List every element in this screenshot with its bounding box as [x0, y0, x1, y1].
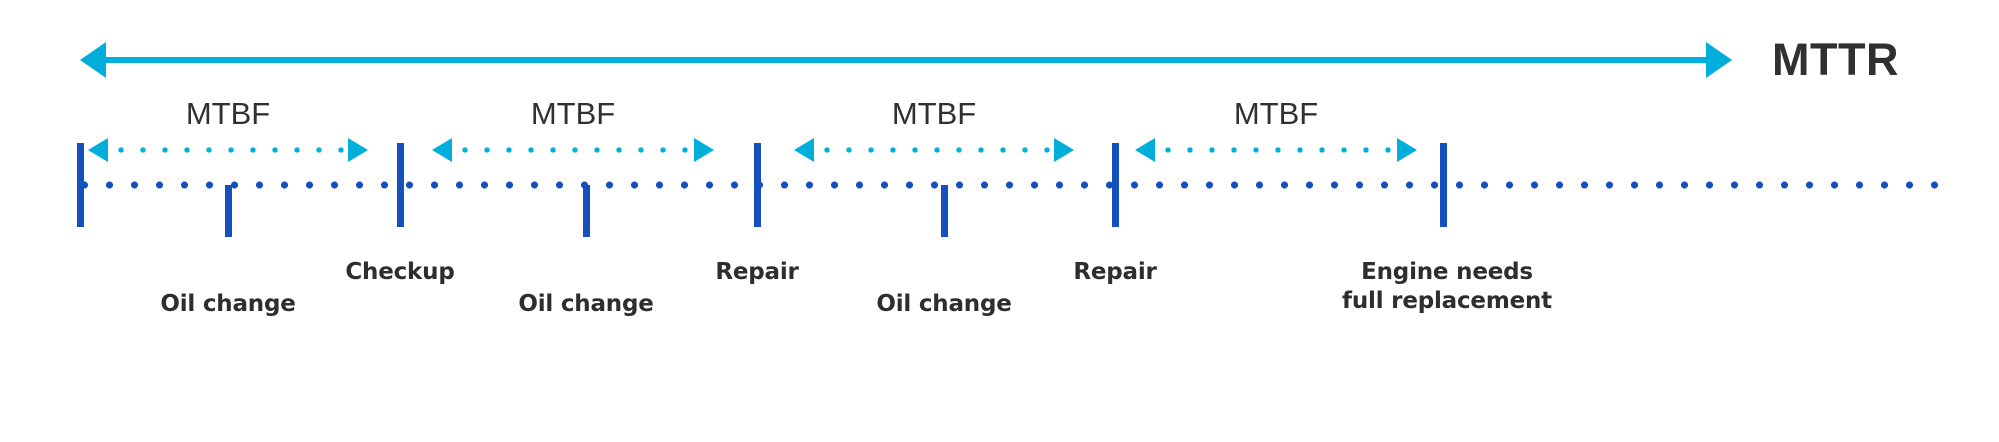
- mtbf-label-3: MTBF: [891, 96, 977, 131]
- mtbf-arrow-right-head-icon: [694, 138, 714, 162]
- mtbf-arrow-right-head-icon: [1054, 138, 1074, 162]
- mtbf-label-1: MTBF: [185, 96, 271, 131]
- mtbf-arrow-left-head-icon: [794, 138, 814, 162]
- event-label-1: Oil change: [160, 291, 296, 317]
- mttr-label: MTTR: [1772, 34, 1899, 85]
- timeline-tick-event-4: [583, 185, 590, 237]
- timeline-tick-boundary-3: [397, 143, 404, 227]
- mtbf-arrow-4: [1135, 138, 1417, 162]
- main-timeline-axis: [72, 181, 1938, 189]
- event-label-6: Repair: [1073, 259, 1157, 285]
- timeline-tick-boundary-5: [754, 143, 761, 227]
- event-label-2: Checkup: [345, 259, 455, 285]
- timeline-tick-boundary-8: [1440, 143, 1447, 227]
- mtbf-arrow-left-head-icon: [432, 138, 452, 162]
- timeline-tick-event-2: [225, 185, 232, 237]
- mtbf-arrow-left-head-icon: [88, 138, 108, 162]
- event-label-3: Oil change: [518, 291, 654, 317]
- mtbf-label-2: MTBF: [530, 96, 616, 131]
- mtbf-arrow-dotted-line: [110, 147, 346, 153]
- mtbf-arrow-right-head-icon: [1397, 138, 1417, 162]
- mttr-arrow-line: [100, 57, 1712, 63]
- timeline-tick-event-6: [941, 185, 948, 237]
- mtbf-arrow-right-head-icon: [348, 138, 368, 162]
- event-label-4: Repair: [715, 259, 799, 285]
- mtbf-arrow-dotted-line: [1157, 147, 1395, 153]
- timeline-tick-boundary-1: [77, 143, 84, 227]
- timeline-tick-boundary-7: [1112, 143, 1119, 227]
- mttr-arrow-right-head-icon: [1706, 42, 1732, 78]
- mtbf-arrow-2: [432, 138, 714, 162]
- mtbf-arrow-1: [88, 138, 368, 162]
- event-label-5: Oil change: [876, 291, 1012, 317]
- mtbf-arrow-left-head-icon: [1135, 138, 1155, 162]
- event-label-7: Engine needs full replacement: [1342, 259, 1552, 315]
- mtbf-arrow-dotted-line: [454, 147, 692, 153]
- mtbf-arrow-dotted-line: [816, 147, 1052, 153]
- mtbf-arrow-3: [794, 138, 1074, 162]
- mttr-arrow-group: MTTR: [0, 34, 1999, 85]
- mtbf-label-4: MTBF: [1233, 96, 1319, 131]
